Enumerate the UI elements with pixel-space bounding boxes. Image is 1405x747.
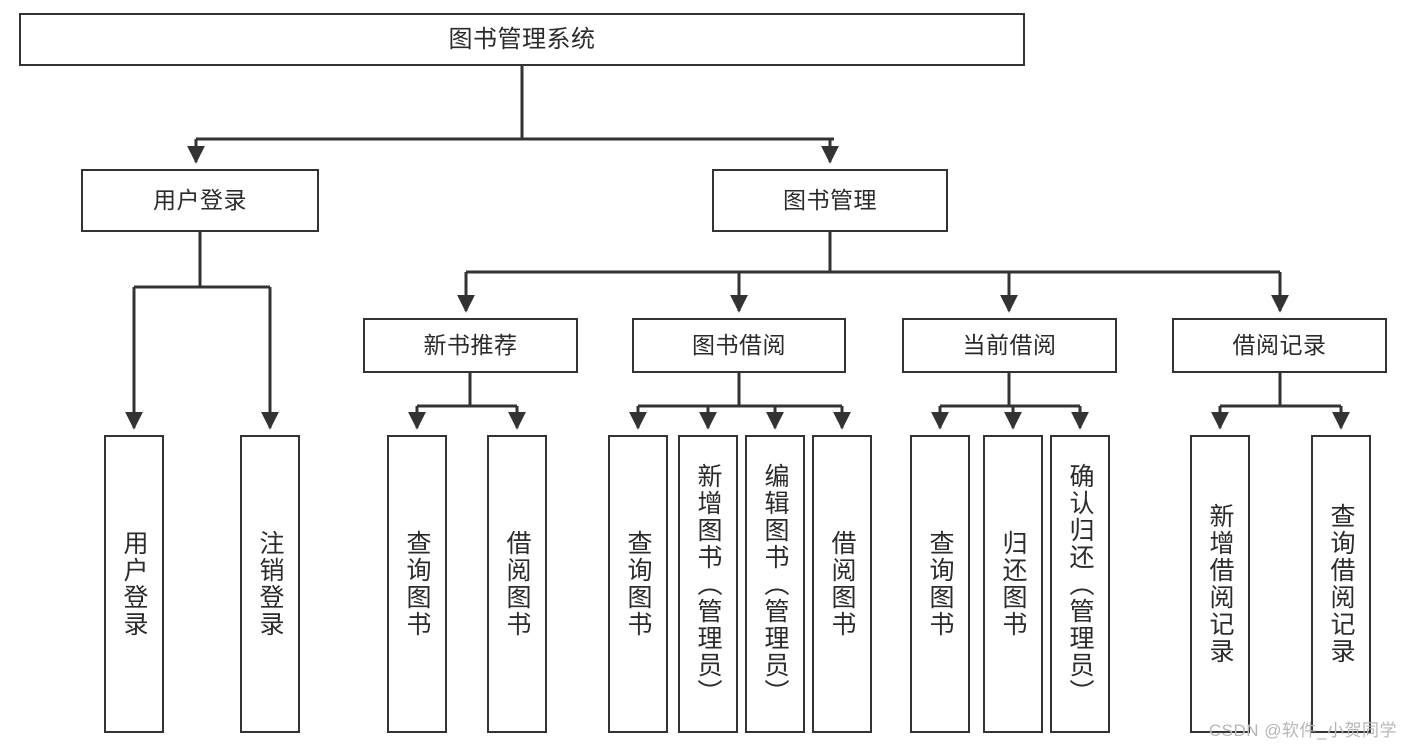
node-book-management[interactable]: 图书管理 <box>712 169 948 232</box>
leaf-node[interactable]: 确认归还（管理员） <box>1050 435 1110 733</box>
leaf-node[interactable]: 借阅图书 <box>812 435 872 733</box>
leaf-node-label: 查询图书 <box>926 530 954 638</box>
leaf-node-label: 编辑图书（管理员） <box>761 462 789 706</box>
leaf-node[interactable]: 查询图书 <box>910 435 970 733</box>
leaf-node-label: 新增借阅记录 <box>1206 503 1234 665</box>
leaf-node[interactable]: 新增图书（管理员） <box>678 435 738 733</box>
leaf-node-label: 用户登录 <box>120 530 148 638</box>
leaf-node-label: 借阅图书 <box>503 530 531 638</box>
node-new-book-recommend-label: 新书推荐 <box>423 332 518 359</box>
leaf-node[interactable]: 归还图书 <box>983 435 1043 733</box>
node-borrow-record[interactable]: 借阅记录 <box>1172 318 1387 373</box>
leaf-node[interactable]: 用户登录 <box>104 435 164 733</box>
node-borrow-record-label: 借阅记录 <box>1232 332 1327 359</box>
node-book-management-label: 图书管理 <box>783 187 877 214</box>
leaf-node[interactable]: 注销登录 <box>240 435 300 733</box>
leaf-node-label: 新增图书（管理员） <box>694 462 722 706</box>
leaf-node[interactable]: 编辑图书（管理员） <box>745 435 805 733</box>
leaf-node[interactable]: 查询借阅记录 <box>1311 435 1371 733</box>
node-book-borrow-label: 图书借阅 <box>692 332 786 359</box>
leaf-node[interactable]: 借阅图书 <box>487 435 547 733</box>
leaf-node-label: 查询图书 <box>403 530 431 638</box>
node-user-login-label: 用户登录 <box>153 187 247 214</box>
node-new-book-recommend[interactable]: 新书推荐 <box>363 318 578 373</box>
leaf-node[interactable]: 查询图书 <box>608 435 668 733</box>
node-root[interactable]: 图书管理系统 <box>19 13 1025 66</box>
leaf-node-label: 确认归还（管理员） <box>1066 462 1094 706</box>
node-current-borrow[interactable]: 当前借阅 <box>902 318 1117 373</box>
leaf-node[interactable]: 新增借阅记录 <box>1190 435 1250 733</box>
leaf-node-label: 查询图书 <box>624 530 652 638</box>
leaf-node[interactable]: 查询图书 <box>387 435 447 733</box>
node-root-label: 图书管理系统 <box>448 25 596 53</box>
node-book-borrow[interactable]: 图书借阅 <box>632 318 846 373</box>
node-user-login[interactable]: 用户登录 <box>81 169 319 232</box>
leaf-node-label: 归还图书 <box>999 530 1027 638</box>
leaf-node-label: 借阅图书 <box>828 530 856 638</box>
node-current-borrow-label: 当前借阅 <box>962 332 1057 359</box>
leaf-node-label: 注销登录 <box>256 530 284 638</box>
leaf-node-label: 查询借阅记录 <box>1327 503 1355 665</box>
csdn-watermark: CSDN @软件_小贺同学 <box>1208 721 1397 740</box>
